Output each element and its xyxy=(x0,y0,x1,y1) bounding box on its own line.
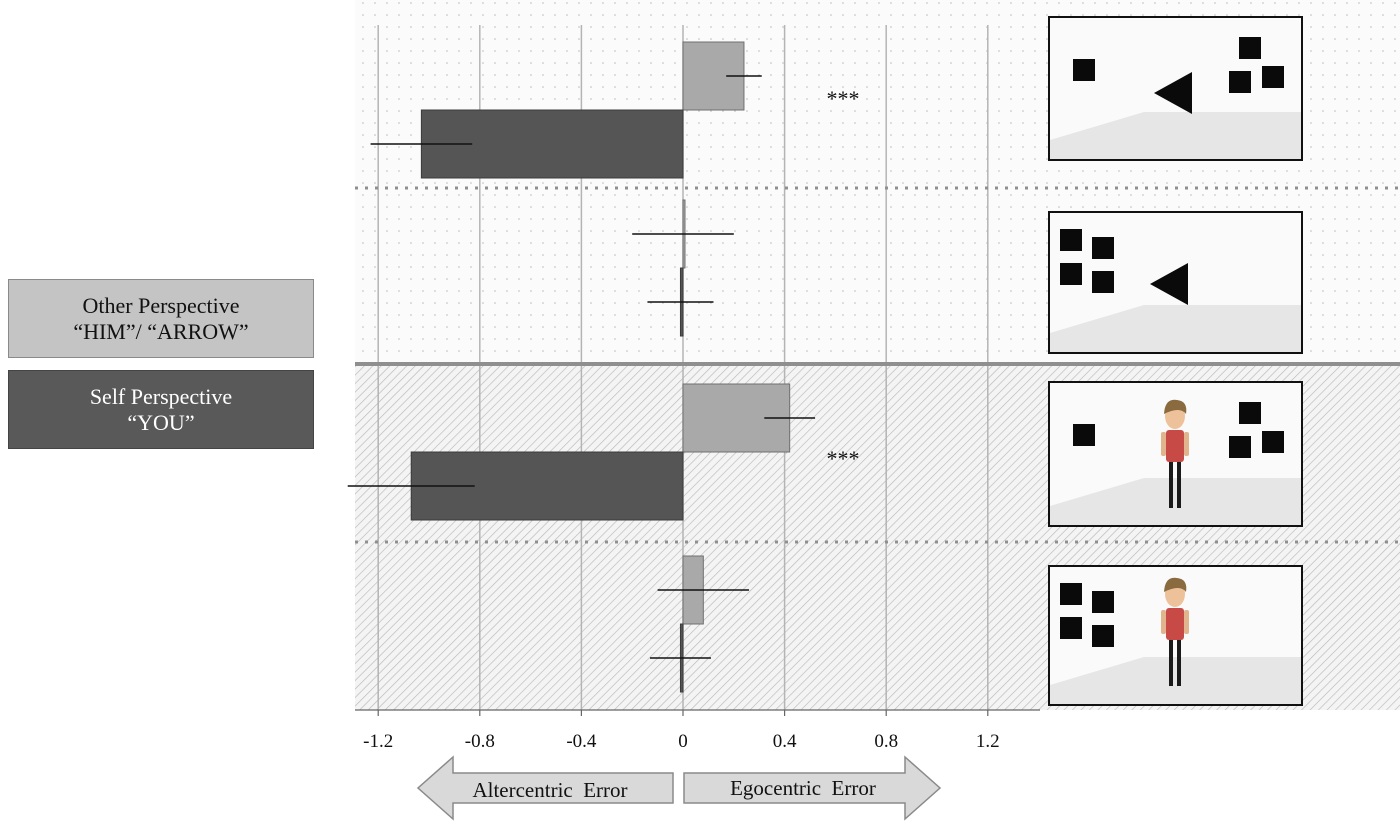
stimulus-panel-1 xyxy=(1048,16,1303,161)
legend-self: Self Perspective “YOU” xyxy=(8,370,314,449)
legend-self-line2: “YOU” xyxy=(127,409,195,435)
legend-other: Other Perspective “HIM”/ “ARROW” xyxy=(8,279,314,358)
person-leg-right xyxy=(1177,460,1181,508)
square-4 xyxy=(1092,625,1114,647)
significance-group3: *** xyxy=(827,446,860,471)
altercentric-label: Altercentric Error xyxy=(472,778,627,802)
legend-other-line1: Other Perspective xyxy=(82,292,240,318)
square-4 xyxy=(1262,66,1284,88)
square-1 xyxy=(1060,583,1082,605)
x-tick-label-2: -0.4 xyxy=(566,731,597,752)
altercentric-arrow xyxy=(416,755,674,821)
person-leg-left xyxy=(1169,638,1173,686)
person-arm-left xyxy=(1161,610,1166,634)
x-tick-label-4: 0.4 xyxy=(773,731,797,752)
person-hair xyxy=(1164,577,1187,592)
square-1 xyxy=(1073,59,1095,81)
stimulus-panel-3 xyxy=(1048,381,1303,527)
x-tick-label-1: -0.8 xyxy=(465,731,495,752)
panel-floor xyxy=(1050,478,1301,525)
x-tick-label-5: 0.8 xyxy=(874,731,898,752)
person-leg-right xyxy=(1177,638,1181,686)
square-3 xyxy=(1229,436,1251,458)
person-shirt xyxy=(1166,608,1184,640)
person-arm-left xyxy=(1161,432,1166,456)
significance-group1: *** xyxy=(827,86,860,111)
legend-self-line1: Self Perspective xyxy=(89,383,233,409)
x-tick-label-3: 0 xyxy=(678,731,688,752)
square-3 xyxy=(1060,617,1082,639)
arrow-figure xyxy=(1154,72,1192,114)
x-tick-label-0: -1.2 xyxy=(363,731,393,752)
x-tick-label-6: 1.2 xyxy=(976,731,1000,752)
panel-floor xyxy=(1050,112,1301,159)
legend-other-line2: “HIM”/ “ARROW” xyxy=(73,318,249,344)
square-4 xyxy=(1092,271,1114,293)
arrow-figure xyxy=(1150,263,1188,305)
square-2 xyxy=(1239,37,1261,59)
egocentric-arrow xyxy=(683,755,942,821)
person-shirt xyxy=(1166,430,1184,462)
square-4 xyxy=(1262,431,1284,453)
person-arm-right xyxy=(1184,432,1189,456)
person-figure xyxy=(1161,399,1189,508)
egocentric-label: Egocentric Error xyxy=(730,776,876,800)
panel-floor xyxy=(1050,657,1301,704)
stimulus-panel-4 xyxy=(1048,565,1303,706)
square-2 xyxy=(1092,591,1114,613)
person-leg-left xyxy=(1169,460,1173,508)
person-arm-right xyxy=(1184,610,1189,634)
person-figure xyxy=(1161,577,1189,686)
square-1 xyxy=(1060,229,1082,251)
square-2 xyxy=(1239,402,1261,424)
panel-floor xyxy=(1050,305,1301,352)
square-2 xyxy=(1092,237,1114,259)
square-1 xyxy=(1073,424,1095,446)
square-3 xyxy=(1060,263,1082,285)
person-hair xyxy=(1164,399,1187,414)
square-3 xyxy=(1229,71,1251,93)
stimulus-panel-2 xyxy=(1048,211,1303,354)
